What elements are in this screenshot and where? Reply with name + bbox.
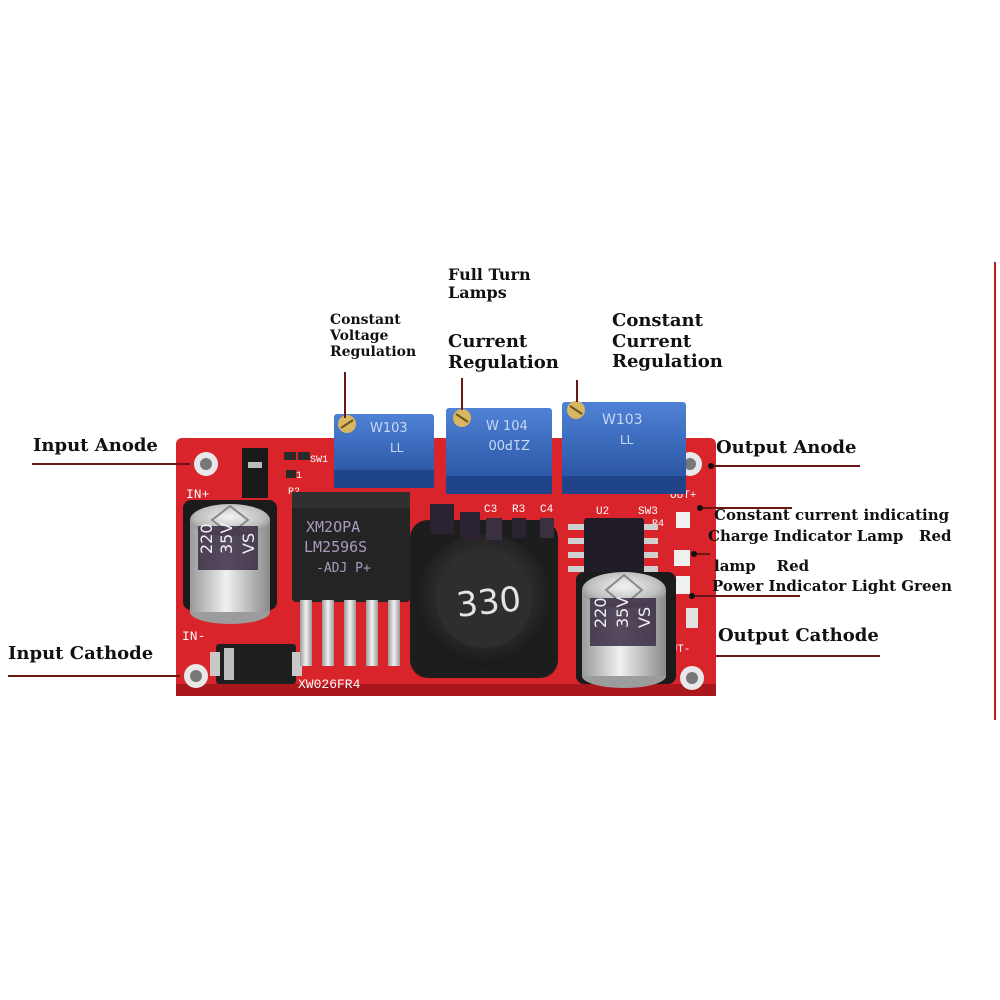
label-output-cathode: Output Cathode [718,625,879,646]
smd-chip [460,512,480,540]
leader-dots [689,463,714,599]
pot-constant-voltage: W103 LL [334,414,434,488]
label-full-turn: Full Turn Lamps [448,265,531,303]
ic-text-line3: -ADJ P+ [316,561,371,576]
label-power-indicator: Power Indicator Light Green [712,577,952,595]
smd-chip [540,518,554,538]
label-output-anode: Output Anode [716,437,857,458]
cap-left-line3: VS [239,533,258,554]
smd-resistor [686,608,698,628]
silk-r4: R4 [652,519,664,530]
label-constant-current-line3: Regulation [612,351,723,373]
cap-right-line1: 220 [591,597,610,628]
silk-in-plus: IN+ [186,487,210,502]
label-cc-indicating: Constant current indicating lamp Red [714,472,949,593]
smd-resistor [286,470,296,478]
cap-right-line2: 35V [613,597,632,628]
cap-left-line1: 220 [197,523,216,554]
label-current-regulation-line1: Current [448,331,528,352]
output-capacitor: 220 35V VS [576,572,676,688]
pot2-line2: Z1P00 [488,436,530,451]
label-cc-indicating-line1: Constant current indicating [714,505,950,524]
silk-r3: R3 [512,504,525,516]
pcb-shadow-edge [176,684,716,696]
pot3-line1: W103 [602,412,643,428]
input-diode-bottom [210,644,302,684]
inductor: 330 [410,520,558,678]
cap-right-line3: VS [635,607,654,628]
pot-constant-current: W103 LL [562,401,686,494]
silk-in-minus: IN- [182,629,205,644]
led-charge [674,550,690,566]
silk-model: XW026FR4 [298,677,361,692]
pot-current: W 104 Z1P00 [446,408,552,494]
label-constant-current-line1: Constant [612,310,703,331]
label-constant-current-line2: Current [612,330,692,352]
label-full-turn-line2: Lamps [448,283,507,303]
inductor-value: 330 [454,579,523,626]
label-full-turn-line1: Full Turn [448,265,531,284]
label-current-regulation-line2: Regulation [448,351,559,373]
label-charge-indicator: Charge Indicator Lamp Red [708,527,952,545]
input-diode-top [242,448,268,498]
input-capacitor: 220 35V VS [183,500,277,624]
label-constant-current: Constant Current Regulation [612,310,723,373]
smd-chip [486,518,502,540]
silk-r1: R1 [290,471,302,482]
silk-sw3: SW3 [638,506,658,518]
label-cc-indicating-line2: lamp Red [714,557,810,576]
label-constant-voltage-line1: Constant [330,312,401,328]
pot1-line2: LL [390,441,404,455]
right-edge-line [994,262,996,720]
label-constant-voltage-line2: Voltage [330,328,389,345]
silk-sw1: SW1 [310,455,328,466]
control-ic [568,518,658,584]
led-constant-current [676,512,690,528]
cap-left-line2: 35V [217,523,236,554]
ic-text-line2: LM2596S [304,538,367,556]
label-constant-voltage: Constant Voltage Regulation [330,312,416,360]
smd-resistor [284,452,296,460]
pot3-line2: LL [620,433,634,447]
ic-text-line1: XM2OPA [306,518,360,536]
pot2-line1: W 104 [486,419,528,434]
silk-c4: C4 [540,504,554,516]
label-current-regulation: Current Regulation [448,331,559,373]
led-power [676,576,690,594]
label-input-cathode: Input Cathode [8,643,154,664]
pot1-line1: W103 [370,421,408,436]
silk-u2: U2 [596,506,609,518]
label-constant-voltage-line3: Regulation [330,344,417,361]
label-input-anode: Input Anode [33,435,158,456]
smd-chip [430,504,454,534]
silk-c3: C3 [484,504,497,516]
leader-lines [8,372,880,677]
smd-resistor [298,452,310,460]
regulator-ic: XM2OPA LM2596S -ADJ P+ [292,492,410,666]
smd-chip [512,518,526,538]
